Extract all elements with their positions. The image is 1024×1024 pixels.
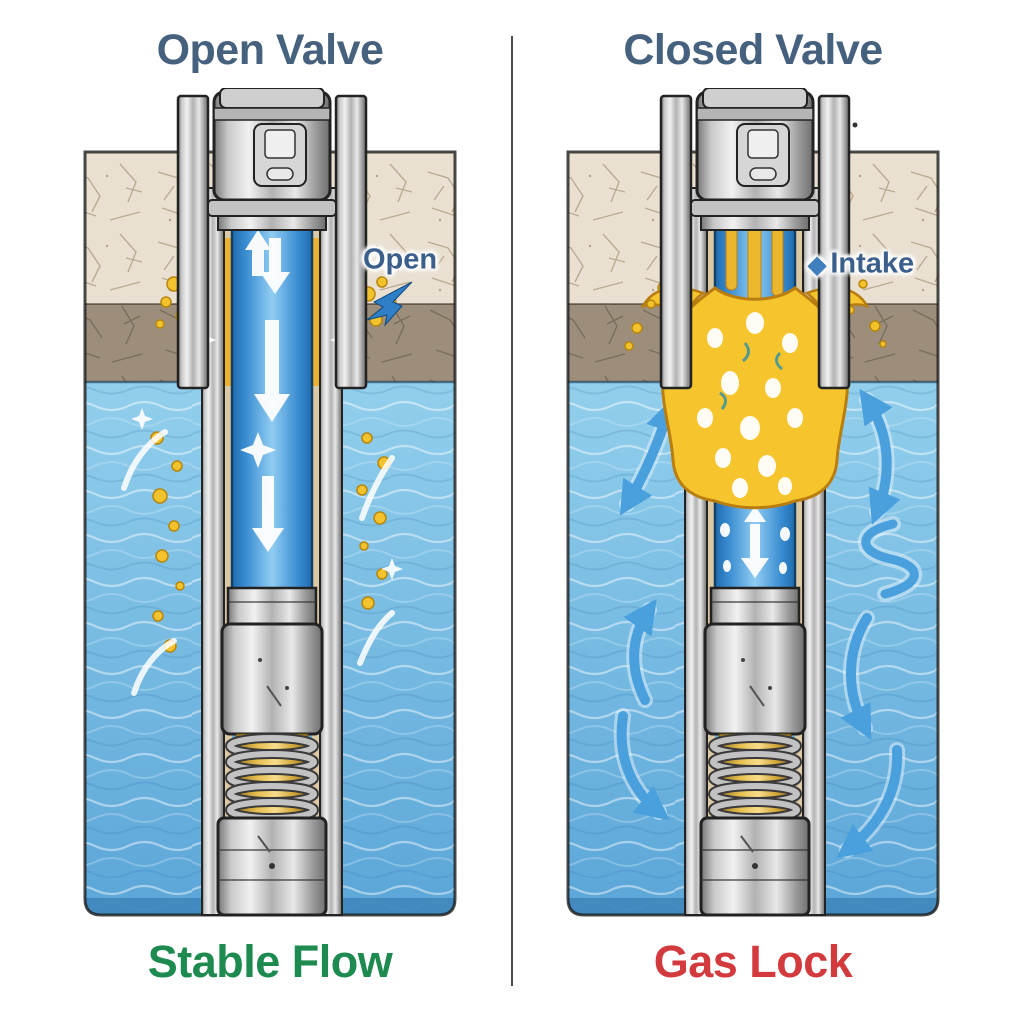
annulus-gas-streak	[225, 238, 232, 386]
intake-flow-arrow	[741, 506, 769, 578]
intake-annotation: ◆Intake	[808, 248, 914, 281]
plume-swirls	[719, 342, 783, 410]
production-tubing	[230, 216, 314, 592]
open-label: Open	[362, 243, 438, 276]
plume-bubbles	[697, 312, 803, 498]
wellhead-valve	[176, 88, 368, 390]
open-pointer-arrow-icon	[366, 281, 413, 327]
intake-label: Intake	[830, 247, 915, 280]
pump-assembly	[699, 586, 811, 917]
right-panel-title: Closed Valve	[623, 26, 883, 74]
annulus-gas-streak	[312, 238, 319, 386]
right-panel-caption: Gas Lock	[653, 936, 853, 987]
churn-arrows	[613, 388, 923, 859]
left-panel-caption: Stable Flow	[147, 936, 393, 987]
divider-line	[511, 36, 513, 986]
diamond-icon: ◆	[807, 251, 827, 279]
pump-assembly	[216, 586, 328, 917]
small-mark	[852, 122, 858, 128]
panel-open-valve: Open	[62, 88, 502, 928]
panel-frame	[566, 150, 940, 917]
sparkle-icon	[240, 432, 276, 468]
open-annotation: Open	[363, 244, 437, 277]
wellhead-valve	[659, 88, 851, 390]
gas-streams	[725, 223, 784, 309]
left-panel-title: Open Valve	[156, 26, 384, 74]
tubing-bubbles	[720, 523, 790, 574]
squiggle-arrow	[861, 519, 919, 599]
flow-arrows	[240, 230, 290, 552]
pump-spring	[225, 733, 319, 823]
pump-spring	[708, 733, 802, 823]
panel-frame	[83, 150, 457, 917]
well-diagram-closed	[566, 88, 940, 917]
well-diagram-open	[83, 88, 457, 917]
panel-closed-valve: ◆Intake	[545, 88, 985, 928]
